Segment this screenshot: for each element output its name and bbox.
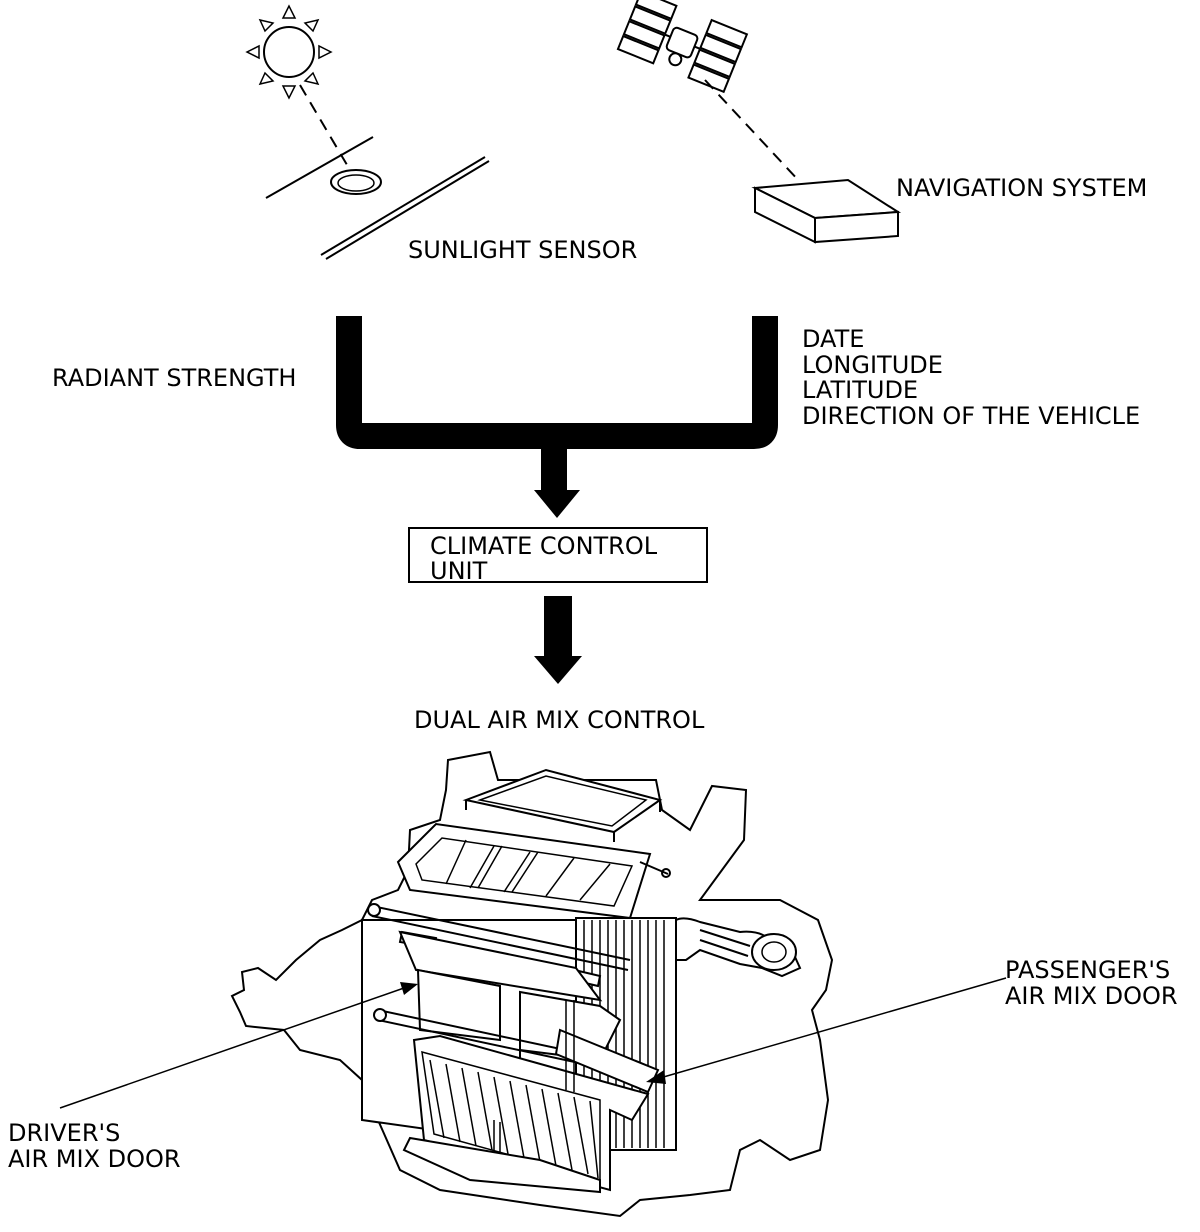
hvac-unit-illustration (230, 750, 834, 1218)
sun-ray-line (299, 84, 351, 171)
nav-data-direction: DIRECTION OF THE VEHICLE (802, 402, 1140, 430)
drivers-air-mix-door-label-line1: DRIVER'S (8, 1119, 120, 1147)
satellite-icon (616, 0, 749, 94)
climate-control-unit-box (408, 527, 708, 583)
sun-icon (245, 4, 333, 100)
passenger-door-leader (659, 977, 1007, 1079)
arrow-shaft-to-air-mix (544, 596, 572, 658)
sunlight-sensor-label: SUNLIGHT SENSOR (408, 236, 637, 264)
heater-core-fins-icon (429, 1059, 599, 1179)
nav-data-latitude: LATITUDE (802, 376, 918, 404)
navigation-unit-icon (751, 178, 902, 244)
climate-control-unit-label-line2: UNIT (430, 557, 488, 585)
climate-control-unit-label-line1: CLIMATE CONTROL (430, 532, 658, 560)
dual-air-mix-control-label: DUAL AIR MIX CONTROL (414, 706, 705, 734)
radiant-strength-label: RADIANT STRENGTH (52, 364, 296, 392)
drivers-air-mix-door-label-line2: AIR MIX DOOR (8, 1145, 181, 1173)
driver-door-leader (59, 987, 405, 1109)
navigation-data-list: DATE LONGITUDE LATITUDE DIRECTION OF THE… (802, 325, 1140, 430)
sunlight-sensor-icon (265, 136, 490, 260)
nav-data-longitude: LONGITUDE (802, 351, 943, 379)
satellite-signal-line (704, 79, 801, 183)
signal-merge-connector (336, 316, 778, 492)
passengers-air-mix-door-label-line1: PASSENGER'S (1005, 956, 1170, 984)
driver-door-arrowhead (400, 982, 418, 995)
nav-data-date: DATE (802, 325, 864, 353)
navigation-system-label: NAVIGATION SYSTEM (896, 174, 1147, 202)
passenger-door-arrowhead (646, 1070, 666, 1084)
arrow-to-air-mix (534, 656, 582, 684)
arrow-to-control-unit (534, 490, 580, 518)
passengers-air-mix-door-label-line2: AIR MIX DOOR (1005, 982, 1178, 1010)
